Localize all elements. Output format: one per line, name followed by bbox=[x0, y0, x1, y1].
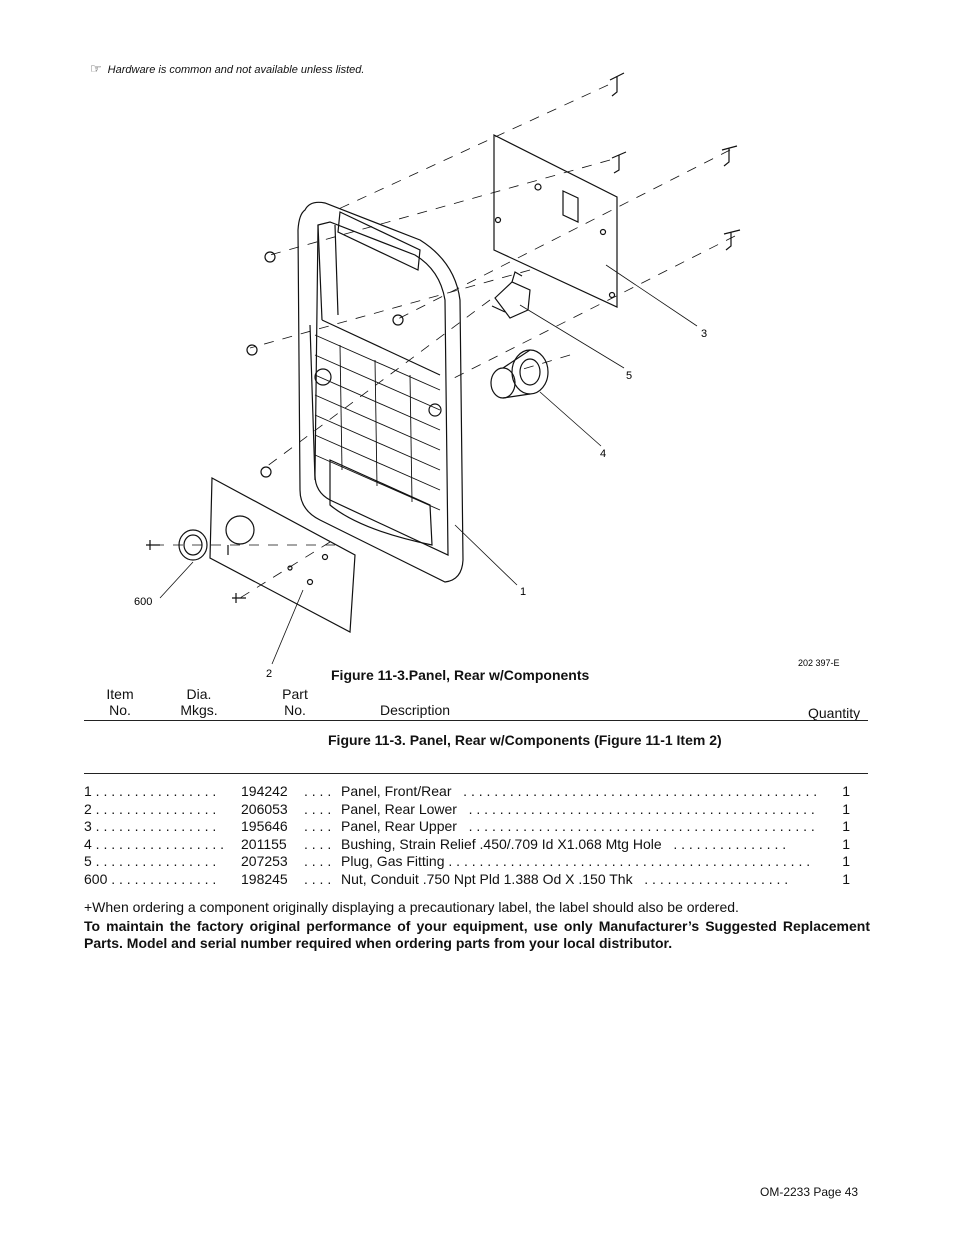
callout-600: 600 bbox=[134, 596, 152, 608]
hardware-note-text: Hardware is common and not available unl… bbox=[107, 64, 365, 76]
parts-row: 5 . . . . . . . . . . . . . . . . 207253… bbox=[84, 853, 854, 871]
hardware-note: ☞ Hardware is common and not available un… bbox=[90, 61, 364, 77]
callout-5: 5 bbox=[626, 370, 632, 382]
dot-leader: . . . . . . . . . . . . . . . bbox=[673, 835, 787, 852]
item-number: 600 . . . . . . . . . . . . . . bbox=[84, 870, 217, 887]
header-description: Description bbox=[380, 702, 451, 718]
rear-upper-panel-drawing bbox=[493, 134, 618, 308]
part-description: Panel, Rear Upper bbox=[341, 818, 457, 834]
item-number: 1 . . . . . . . . . . . . . . . . bbox=[84, 783, 217, 799]
item-number: 3 . . . . . . . . . . . . . . . . bbox=[84, 818, 217, 834]
part-number: 194242 bbox=[241, 783, 288, 799]
quantity: 1 bbox=[842, 818, 850, 834]
part-description: Panel, Front/Rear bbox=[341, 783, 452, 799]
header-dia-mkgs: Dia. Mkgs. bbox=[180, 686, 218, 718]
dot-leader: . . . . bbox=[304, 835, 332, 852]
dot-leader: . . . . bbox=[304, 853, 332, 869]
item-number: 2 . . . . . . . . . . . . . . . . bbox=[84, 800, 217, 817]
callout-4: 4 bbox=[600, 448, 606, 460]
screws-drawing bbox=[146, 72, 741, 603]
pointing-hand-icon: ☞ bbox=[90, 61, 102, 76]
callout-2: 2 bbox=[266, 668, 272, 680]
quantity: 1 bbox=[842, 800, 850, 817]
header-item-no: Item No. bbox=[106, 686, 134, 718]
hex-nuts-drawing bbox=[246, 251, 404, 478]
replacement-parts-warning: To maintain the factory original perform… bbox=[84, 918, 870, 951]
parts-row: 2 . . . . . . . . . . . . . . . . 206053… bbox=[84, 801, 854, 819]
dot-leader: . . . . . . . . . . . . . . . . . . . . … bbox=[468, 818, 815, 834]
part-description: Nut, Conduit .750 Npt Pld 1.388 Od X .15… bbox=[341, 870, 633, 887]
part-description: Panel, Rear Lower bbox=[341, 800, 457, 817]
section-rule bbox=[84, 773, 868, 774]
part-number: 206053 bbox=[241, 800, 288, 817]
header-rule bbox=[84, 720, 868, 721]
dot-leader: . . . . bbox=[304, 783, 332, 799]
dot-leader: . . . . bbox=[304, 818, 332, 834]
dot-leader: . . . . bbox=[304, 870, 332, 887]
parts-row: 1 . . . . . . . . . . . . . . . . 194242… bbox=[84, 783, 854, 801]
callout-3: 3 bbox=[701, 328, 707, 340]
header-quantity: Quantity bbox=[808, 705, 861, 721]
figure-id: 202 397-E bbox=[798, 658, 840, 668]
parts-row: 3 . . . . . . . . . . . . . . . . 195646… bbox=[84, 818, 854, 836]
part-number: 198245 bbox=[241, 870, 288, 887]
part-number: 207253 bbox=[241, 853, 288, 869]
dot-leader: . . . . bbox=[304, 800, 332, 817]
quantity: 1 bbox=[842, 783, 850, 799]
part-description: Bushing, Strain Relief .450/.709 Id X1.0… bbox=[341, 835, 662, 852]
part-description: Plug, Gas Fitting bbox=[341, 853, 445, 869]
dot-leader: . . . . . . . . . . . . . . . . . . . . … bbox=[463, 783, 818, 799]
quantity: 1 bbox=[842, 835, 850, 852]
parts-row: 600 . . . . . . . . . . . . . . 198245 .… bbox=[84, 871, 854, 889]
gas-fitting-plug-drawing bbox=[491, 271, 531, 319]
rear-lower-panel-drawing bbox=[209, 477, 356, 633]
part-number: 195646 bbox=[241, 818, 288, 834]
parts-row: 4 . . . . . . . . . . . . . . . . . 2011… bbox=[84, 836, 854, 854]
exploded-parts-diagram: 1 2 3 4 5 600 202 397-E bbox=[134, 72, 840, 680]
part-number: 201155 bbox=[241, 835, 287, 852]
dot-leader: . . . . . . . . . . . . . . . . . . . . … bbox=[468, 800, 815, 817]
conduit-nut-drawing bbox=[178, 529, 208, 561]
quantity: 1 bbox=[842, 853, 850, 869]
page-number: OM-2233 Page 43 bbox=[760, 1185, 859, 1199]
figure-caption: Figure 11-3.Panel, Rear w/Components bbox=[331, 667, 590, 683]
item-number: 4 . . . . . . . . . . . . . . . . . bbox=[84, 835, 225, 852]
callout-1: 1 bbox=[520, 586, 526, 598]
header-part-no: Part No. bbox=[282, 686, 308, 718]
front-rear-panel-drawing bbox=[297, 201, 464, 583]
strain-relief-bushing-drawing bbox=[490, 349, 549, 399]
item-number: 5 . . . . . . . . . . . . . . . . bbox=[84, 853, 217, 869]
parts-list: 1 . . . . . . . . . . . . . . . . 194242… bbox=[84, 783, 854, 888]
dot-leader: . . . . . . . . . . . . . . . . . . . . … bbox=[448, 853, 811, 869]
label-footnote: +When ordering a component originally di… bbox=[84, 899, 739, 915]
quantity: 1 bbox=[842, 870, 850, 887]
section-title: Figure 11-3. Panel, Rear w/Components (F… bbox=[328, 732, 722, 748]
leader-lines bbox=[159, 264, 698, 665]
dot-leader: . . . . . . . . . . . . . . . . . . . bbox=[644, 870, 789, 887]
